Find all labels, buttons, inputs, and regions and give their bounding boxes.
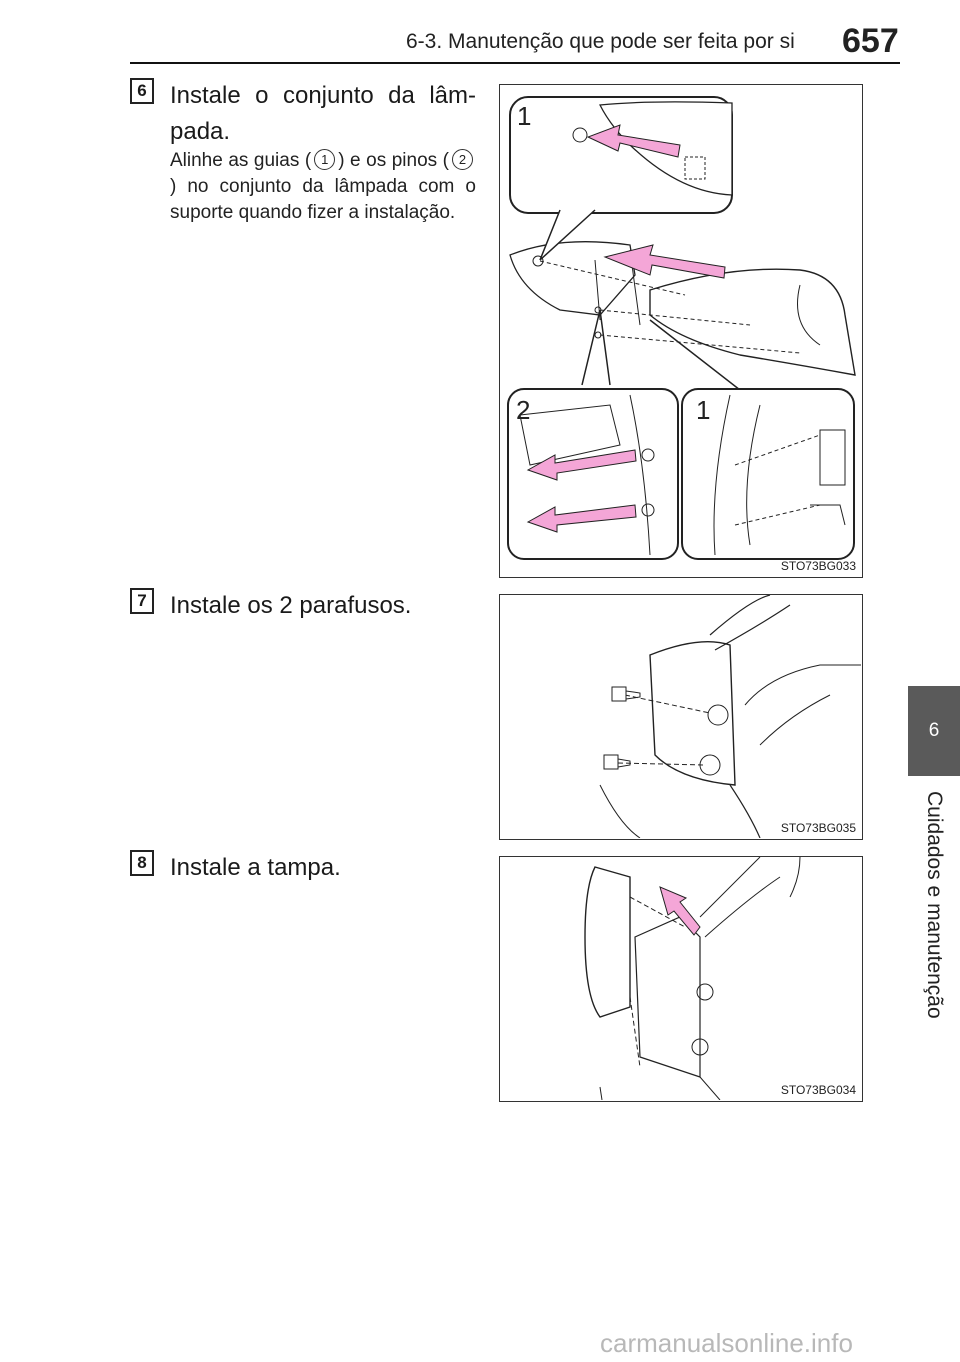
install-arrow-icon [659, 886, 701, 936]
step-7-illustration: STO73BG035 [499, 594, 863, 840]
lamp-assembly-drawing: 1 2 1 [507, 96, 856, 560]
chapter-tab[interactable]: 6 [908, 686, 960, 776]
figure-code: STO73BG035 [780, 821, 856, 835]
page-number: 657 [842, 22, 899, 60]
step-6-badge: 6 [130, 78, 154, 104]
label-1-bottom: 1 [696, 395, 710, 425]
step-7-badge: 7 [130, 588, 154, 614]
step-7-title: Instale os 2 parafusos. [170, 592, 412, 619]
header-divider [130, 62, 900, 64]
inset-pins [507, 388, 679, 560]
step-8-illustration: STO73BG034 [499, 856, 863, 1102]
step-6-detail-text-1: Alinhe as guias ( [170, 150, 312, 171]
step-6-illustration: 1 2 1 STO73BG033 [499, 84, 863, 578]
step-6-detail: Alinhe as guias (1) e os pinos (2 ) no co… [170, 148, 476, 226]
watermark: carmanualsonline.info [600, 1328, 853, 1358]
chapter-title: Cuidados e manutenção [923, 791, 946, 1019]
screw-icon [603, 754, 631, 770]
lamp-assembly-shape [649, 268, 856, 376]
label-2: 2 [516, 395, 530, 425]
figure-code: STO73BG033 [780, 559, 856, 573]
label-1-top: 1 [517, 101, 531, 131]
cover-drawing [584, 857, 801, 1100]
screws-drawing [599, 595, 861, 838]
callout-2-icon: 2 [452, 149, 474, 171]
step-6-title-line1: Instale o conjunto da lâm- [170, 82, 476, 109]
step-8-title: Instale a tampa. [170, 854, 341, 881]
screw-icon [611, 686, 641, 702]
guide-hole-icon [532, 255, 544, 267]
chapter-number: 6 [928, 720, 940, 741]
step-8-badge: 8 [130, 850, 154, 876]
figure-code: STO73BG034 [780, 1083, 856, 1097]
lamp-shape [649, 641, 736, 786]
cover-shape [584, 866, 631, 1018]
inset-guides [681, 388, 855, 560]
step-6-detail-text-2: ) e os pinos ( [338, 150, 450, 171]
step-6-title: Instale o conjunto da lâm- pada. [170, 78, 476, 150]
install-arrow-icon [603, 244, 726, 279]
chapter-title-tab: Cuidados e manutenção [908, 780, 960, 1030]
step-6-detail-text-3: ) no conjunto da lâmpada com o suporte q… [170, 176, 476, 224]
section-title: 6-3. Manutenção que pode ser feita por s… [406, 30, 795, 53]
callout-1-icon: 1 [314, 149, 336, 171]
step-6-title-line2: pada. [170, 118, 231, 145]
